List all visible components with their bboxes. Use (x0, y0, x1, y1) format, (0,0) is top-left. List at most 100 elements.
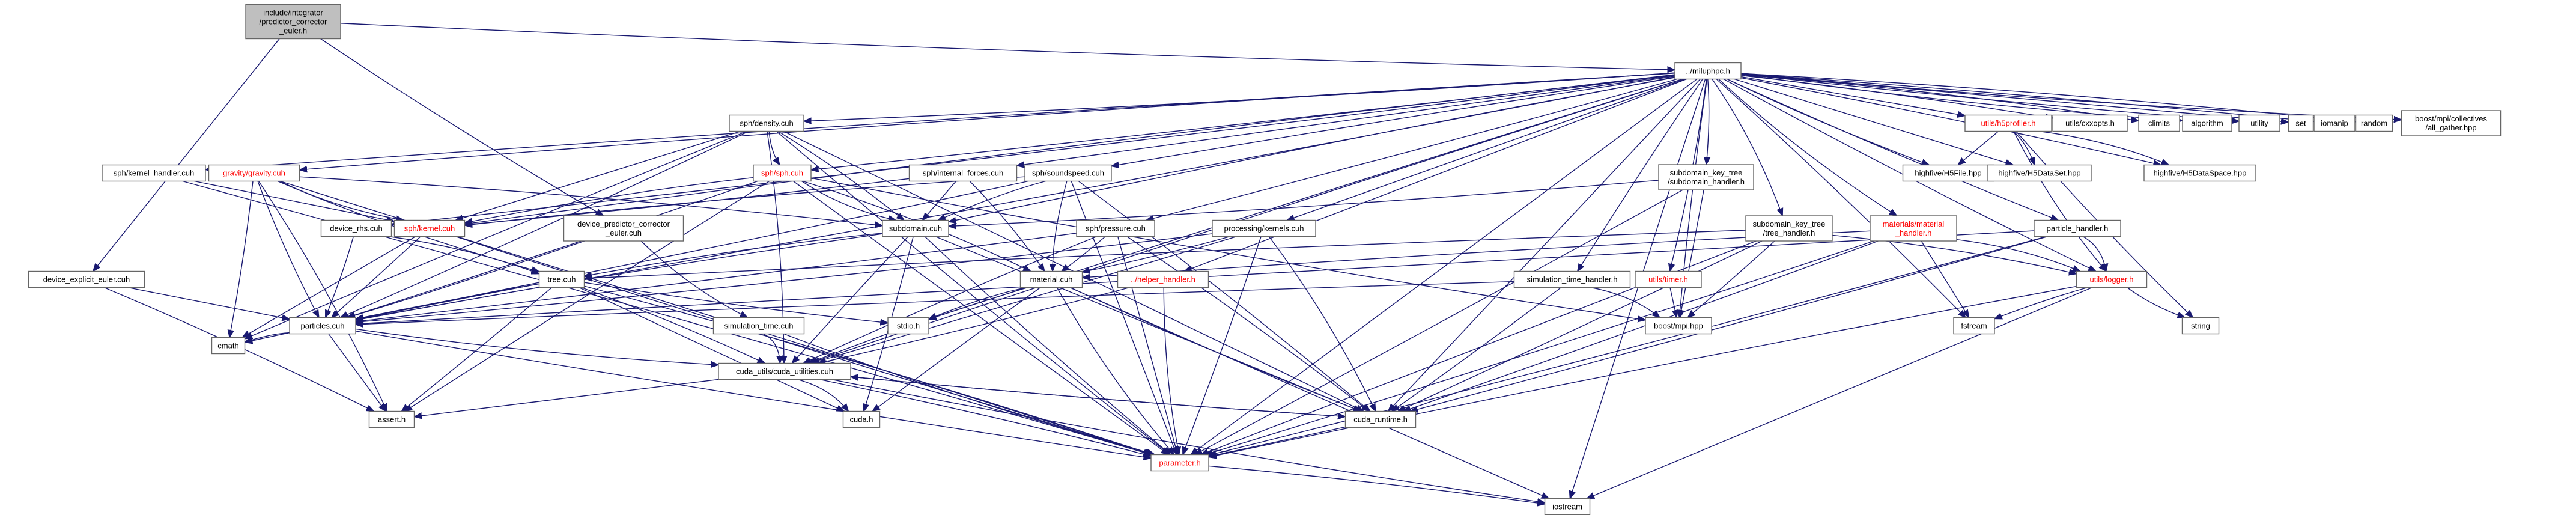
dependency-edges (93, 23, 2402, 504)
edge-miluphpc-to-proc-kernels (1287, 78, 1686, 221)
edge-timer-to-boost-mpi (1669, 287, 1677, 318)
node-box (2355, 114, 2393, 132)
node-sim-time-handler[interactable]: simulation_time_handler.h (1513, 270, 1631, 288)
node-label: cmath (217, 341, 238, 350)
node-sph-kernel[interactable]: sph/kernel.cuh (393, 219, 466, 237)
node-label: assert.h (378, 415, 406, 424)
node-box (2034, 219, 2121, 237)
node-cmath[interactable]: cmath (211, 337, 246, 355)
node-box (1019, 270, 1083, 288)
dependency-edge (797, 379, 849, 412)
edge-particles-to-cuda-utilities (355, 328, 718, 365)
node-cxxopts[interactable]: utils/cxxopts.h (2052, 114, 2128, 132)
edge-helper-to-cuda-utilities (818, 287, 1130, 364)
node-soundspeed[interactable]: sph/soundspeed.cuh (1024, 164, 1112, 182)
dependency-edge (1410, 236, 2048, 412)
node-tree-handler[interactable]: subdomain_key_tree/tree_handler.h (1745, 215, 1833, 242)
edge-miluphpc-to-iomanip (1740, 73, 2314, 122)
node-sph[interactable]: sph/sph.cuh (753, 164, 812, 182)
node-algorithm[interactable]: algorithm (2182, 114, 2232, 132)
node-iostream[interactable]: iostream (1544, 498, 1591, 515)
node-box (1964, 114, 2052, 132)
node-cuda-h[interactable]: cuda.h (842, 410, 881, 428)
edge-cuda-utilities-to-iostream (831, 379, 1545, 503)
node-random[interactable]: random (2355, 114, 2393, 132)
edge-miluphpc-to-cuda-utilities (809, 78, 1683, 364)
node-device-pc[interactable]: device_predictor_corrector_euler.cuh (563, 215, 684, 242)
node-fstream[interactable]: fstream (1953, 317, 1995, 335)
edge-cuda-utilities-to-assert (415, 379, 719, 416)
dependency-edge (325, 236, 354, 318)
node-gravity[interactable]: gravity/gravity.cuh (208, 164, 300, 182)
node-cuda-utilities[interactable]: cuda_utils/cuda_utilities.cuh (718, 362, 851, 380)
node-box (718, 362, 851, 380)
node-utility[interactable]: utility (2238, 114, 2280, 132)
node-set[interactable]: set (2288, 114, 2314, 132)
edge-density-to-subdomain (777, 130, 904, 221)
node-pressure[interactable]: sph/pressure.cuh (1076, 219, 1155, 237)
edge-density-to-sph-kernel (455, 130, 741, 221)
dependency-edge (1832, 234, 2077, 273)
edge-soundspeed-to-material (1053, 181, 1068, 272)
node-subdomain[interactable]: subdomain.cuh (882, 219, 949, 237)
node-label: stdio.h (897, 321, 920, 331)
node-kernel-handler[interactable]: sph/kernel_handler.cuh (102, 164, 206, 182)
node-box (393, 219, 466, 237)
node-box (1658, 164, 1754, 190)
node-label: utility (2250, 119, 2268, 128)
node-label: particle_handler.h (2047, 224, 2109, 233)
node-box (2076, 270, 2148, 288)
node-h5dataset[interactable]: highfive/H5DataSet.hpp (1987, 164, 2092, 182)
node-label: subdomain.cuh (889, 224, 942, 233)
node-sim-time[interactable]: simulation_time.cuh (712, 317, 805, 335)
node-climits[interactable]: climits (2138, 114, 2180, 132)
node-h5dataspace[interactable]: highfive/H5DataSpace.hpp (2143, 164, 2256, 182)
node-assert[interactable]: assert.h (368, 410, 415, 428)
node-h5profiler[interactable]: utils/h5profiler.h (1964, 114, 2052, 132)
node-helper[interactable]: ../helper_handler.h (1117, 270, 1209, 288)
node-box (729, 114, 804, 132)
dependency-edge (93, 38, 280, 272)
node-internal-forces[interactable]: sph/internal_forces.cuh (908, 164, 1018, 182)
node-label: _euler.h (279, 26, 307, 35)
edge-particle-handler-to-cuda-runtime (1410, 236, 2048, 412)
node-label: /all_gather.hpp (2425, 123, 2476, 132)
edge-device-rhs-to-particles (325, 236, 354, 318)
edge-helper-to-parameter (1163, 287, 1179, 455)
node-iomanip[interactable]: iomanip (2313, 114, 2356, 132)
dependency-edge (949, 180, 1659, 226)
node-particles[interactable]: particles.cuh (289, 317, 356, 335)
node-allgather[interactable]: boost/mpi/collectives/all_gather.hpp (2401, 110, 2502, 136)
node-proc-kernels[interactable]: processing/kernels.cuh (1212, 219, 1316, 237)
node-cuda-runtime[interactable]: cuda_runtime.h (1344, 410, 1417, 428)
node-stdio[interactable]: stdio.h (887, 317, 929, 335)
node-tree[interactable]: tree.cuh (538, 270, 585, 288)
edge-root-to-device-pc (320, 38, 604, 216)
edge-material-handler-to-logger (1956, 239, 2080, 272)
edge-sub-handler-to-boost-mpi (1680, 189, 1704, 318)
node-device-explicit[interactable]: device_explicit_euler.cuh (28, 270, 145, 288)
node-h5file[interactable]: highfive/H5File.hpp (1902, 164, 1994, 182)
node-root[interactable]: include/integrator/predictor_corrector_e… (245, 4, 341, 40)
node-material-handler[interactable]: materials/material_handler.h (1870, 215, 1957, 242)
node-label: highfive/H5DataSet.hpp (1998, 169, 2080, 178)
edge-gravity-to-particles (257, 181, 319, 318)
node-boost-mpi[interactable]: boost/mpi.hpp (1645, 317, 1712, 335)
node-particle-handler[interactable]: particle_handler.h (2034, 219, 2121, 237)
edge-subdomain-to-particles (356, 233, 883, 320)
node-string[interactable]: string (2181, 317, 2220, 335)
node-density[interactable]: sph/density.cuh (729, 114, 804, 132)
node-device-rhs[interactable]: device_rhs.cuh (320, 219, 392, 237)
node-parameter[interactable]: parameter.h (1150, 454, 1209, 472)
node-logger[interactable]: utils/logger.h (2076, 270, 2148, 288)
node-box (1212, 219, 1316, 237)
dependency-edge (768, 131, 780, 165)
node-sub-handler[interactable]: subdomain_key_tree/subdomain_handler.h (1658, 164, 1754, 190)
node-box (368, 410, 415, 428)
node-material[interactable]: material.cuh (1019, 270, 1083, 288)
edge-device-pc-to-particles (348, 240, 585, 318)
dependency-edge (1083, 236, 1230, 272)
edge-proc-kernels-to-parameter (1183, 236, 1262, 455)
node-miluphpc[interactable]: ../miluphpc.h (1674, 62, 1742, 80)
node-timer[interactable]: utils/timer.h (1635, 270, 1702, 288)
